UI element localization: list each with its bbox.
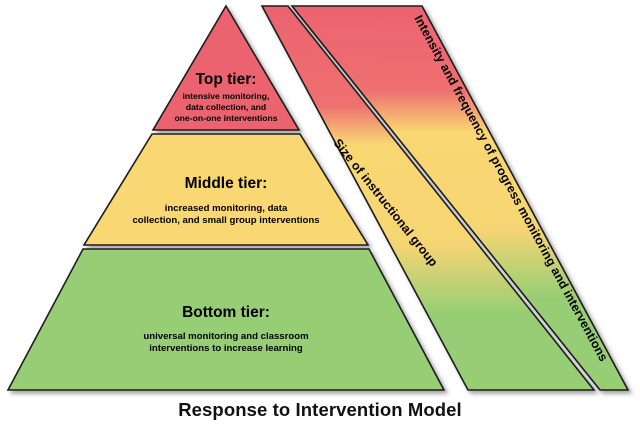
middle-tier-title: Middle tier: [185, 175, 268, 192]
bottom-tier-desc-line-1: universal monitoring and classroom [143, 331, 308, 342]
bottom-tier-title: Bottom tier: [182, 304, 270, 321]
top-tier-title: Top tier: [196, 71, 257, 88]
top-tier-desc-line-3: one-on-one interventions [174, 113, 277, 123]
size-of-instructional-group-bar [260, 5, 596, 391]
middle-tier-desc-line-2: collection, and small group intervention… [132, 215, 319, 226]
bottom-tier-desc-line-2: interventions to increase learning [149, 343, 303, 354]
diagram-caption: Response to Intervention Model [178, 399, 462, 420]
middle-tier-shape [82, 133, 370, 246]
bottom-tier: Bottom tier: universal monitoring and cl… [6, 248, 446, 391]
bottom-tier-shape [6, 248, 446, 391]
top-tier-desc-line-2: data collection, and [186, 102, 266, 112]
top-tier: Top tier: intensive monitoring, data col… [151, 4, 301, 131]
middle-tier-desc-line-1: increased monitoring, data [165, 203, 288, 214]
middle-tier: Middle tier: increased monitoring, data … [82, 133, 370, 246]
pyramid-group: Top tier: intensive monitoring, data col… [6, 4, 446, 391]
top-tier-desc-line-1: intensive monitoring, [183, 91, 270, 101]
gradient-bars-group: Size of instructional group Intensity an… [260, 5, 630, 391]
top-tier-shape [151, 4, 301, 131]
intensity-and-frequency-bar [290, 5, 630, 391]
